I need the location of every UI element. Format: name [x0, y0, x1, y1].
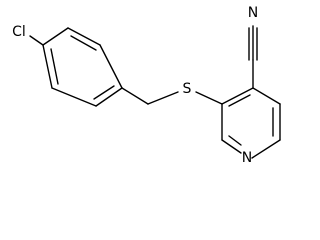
double-bond-inner — [228, 94, 251, 107]
bond — [51, 87, 97, 107]
bond — [95, 87, 123, 107]
bond-ch2-s — [147, 91, 179, 105]
double-bond-inner — [50, 48, 59, 85]
double-bond-inner — [70, 35, 97, 51]
pyridine-nitrogen-label: N — [242, 150, 252, 166]
chlorophenyl-ring — [42, 27, 123, 107]
bond — [42, 44, 53, 89]
molecule-drawing: Cl S N N — [12, 5, 281, 166]
chlorine-label: Cl — [12, 24, 26, 40]
bond — [42, 27, 69, 46]
bond — [251, 139, 281, 159]
bond — [221, 139, 242, 154]
double-bond-inner — [93, 85, 115, 100]
pyridine-ring — [221, 87, 281, 159]
double-bond-inner — [228, 135, 242, 146]
bond — [252, 87, 281, 105]
bond — [67, 27, 101, 46]
sulfur-label: S — [183, 81, 192, 97]
bond — [221, 87, 254, 105]
structure-canvas: Cl S N N — [12, 5, 281, 166]
bond-ring-ch2 — [121, 87, 149, 105]
nitrile-nitrogen-label: N — [248, 5, 258, 21]
bond-s-ring — [195, 91, 223, 105]
bond — [99, 44, 123, 89]
bond-c-cl — [29, 35, 44, 46]
